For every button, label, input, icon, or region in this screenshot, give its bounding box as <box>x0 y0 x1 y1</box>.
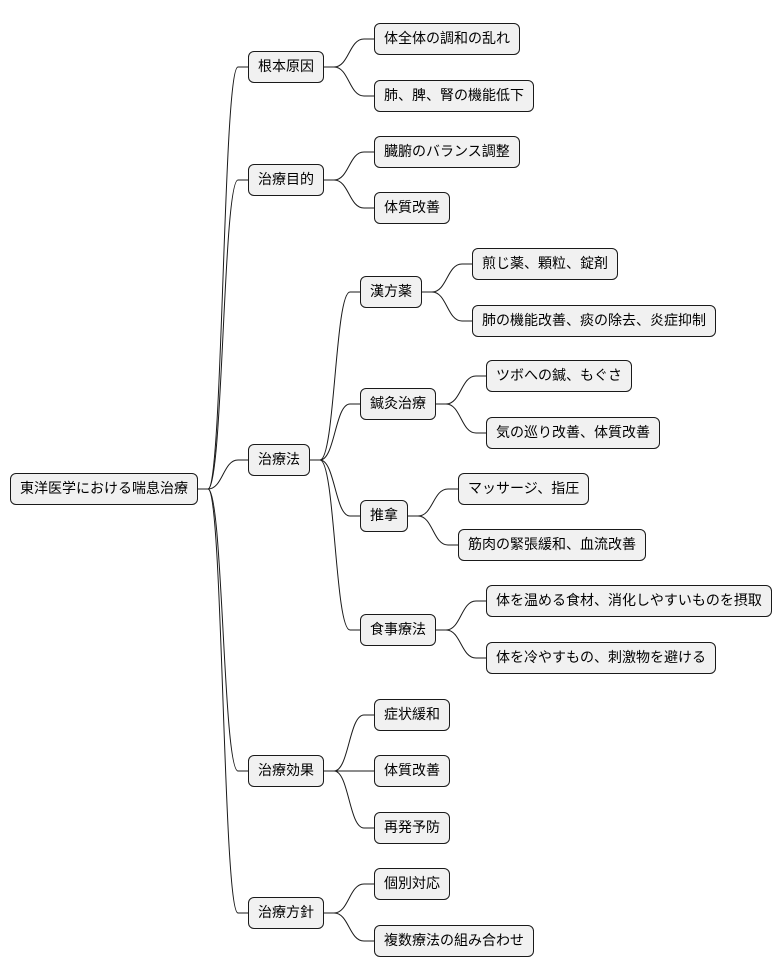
connector-b2c0-b2c0c0 <box>422 263 472 293</box>
connector-root-b2 <box>198 459 248 490</box>
effect-constitution: 体質改善 <box>374 755 450 787</box>
branch-treatment-effects: 治療効果 <box>248 755 324 787</box>
connector-b2c3-b2c3c1 <box>436 629 486 659</box>
kampo-forms: 煎じ薬、顆粒、錠剤 <box>472 248 618 280</box>
leaf-organ-decline: 肺、脾、腎の機能低下 <box>374 80 534 112</box>
leaf-organ-balance: 臓腑のバランス調整 <box>374 136 520 168</box>
branch-treatment-policy: 治療方針 <box>248 897 324 929</box>
connector-b2c2-b2c2c0 <box>408 488 458 517</box>
connector-b2c1-b2c1c0 <box>436 375 486 405</box>
connector-b1-b1c0 <box>324 151 374 181</box>
branch-treatment-goal: 治療目的 <box>248 164 324 196</box>
connector-b2-b2c2 <box>310 459 360 517</box>
diet-avoid: 体を冷やすもの、刺激物を避ける <box>486 642 716 674</box>
connector-b0-b0c1 <box>324 66 374 97</box>
tuina-effects: 筋肉の緊張緩和、血流改善 <box>458 529 646 561</box>
connector-root-b4 <box>198 488 248 914</box>
connector-b2c1-b2c1c1 <box>436 403 486 434</box>
acupuncture-methods: ツボへの鍼、もぐさ <box>486 360 632 392</box>
effect-symptom-relief: 症状緩和 <box>374 699 450 731</box>
method-diet: 食事療法 <box>360 614 436 646</box>
connector-b2-b2c0 <box>310 291 360 461</box>
connector-root-b0 <box>198 66 248 490</box>
connector-root-b1 <box>198 179 248 490</box>
connector-b4-b4c0 <box>324 883 374 914</box>
connector-b1-b1c1 <box>324 179 374 209</box>
connector-b2-b2c3 <box>310 459 360 631</box>
connector-b2c3-b2c3c0 <box>436 600 486 631</box>
method-tuina: 推拿 <box>360 500 408 532</box>
branch-treatment-methods: 治療法 <box>248 444 310 476</box>
method-acupuncture: 鍼灸治療 <box>360 388 436 420</box>
connector-b4-b4c1 <box>324 912 374 942</box>
tuina-methods: マッサージ、指圧 <box>458 473 590 505</box>
connector-root-b3 <box>198 488 248 772</box>
effect-recurrence-prevention: 再発予防 <box>374 812 450 844</box>
leaf-imbalance: 体全体の調和の乱れ <box>374 23 520 55</box>
acupuncture-effects: 気の巡り改善、体質改善 <box>486 417 660 449</box>
branch-root-cause: 根本原因 <box>248 51 324 83</box>
policy-combination: 複数療法の組み合わせ <box>374 925 534 957</box>
method-kampo: 漢方薬 <box>360 276 422 308</box>
connector-b2c2-b2c2c1 <box>408 515 458 546</box>
connector-b2c0-b2c0c1 <box>422 291 472 322</box>
root-node: 東洋医学における喘息治療 <box>10 473 198 505</box>
diet-recommended: 体を温める食材、消化しやすいものを摂取 <box>486 585 772 617</box>
connector-b2-b2c1 <box>310 403 360 461</box>
policy-individual: 個別対応 <box>374 868 450 900</box>
kampo-effects: 肺の機能改善、痰の除去、炎症抑制 <box>472 305 716 337</box>
leaf-constitution-improvement: 体質改善 <box>374 192 450 224</box>
connector-b3-b3c2 <box>324 770 374 829</box>
connector-b3-b3c0 <box>324 714 374 772</box>
connector-b0-b0c0 <box>324 38 374 68</box>
